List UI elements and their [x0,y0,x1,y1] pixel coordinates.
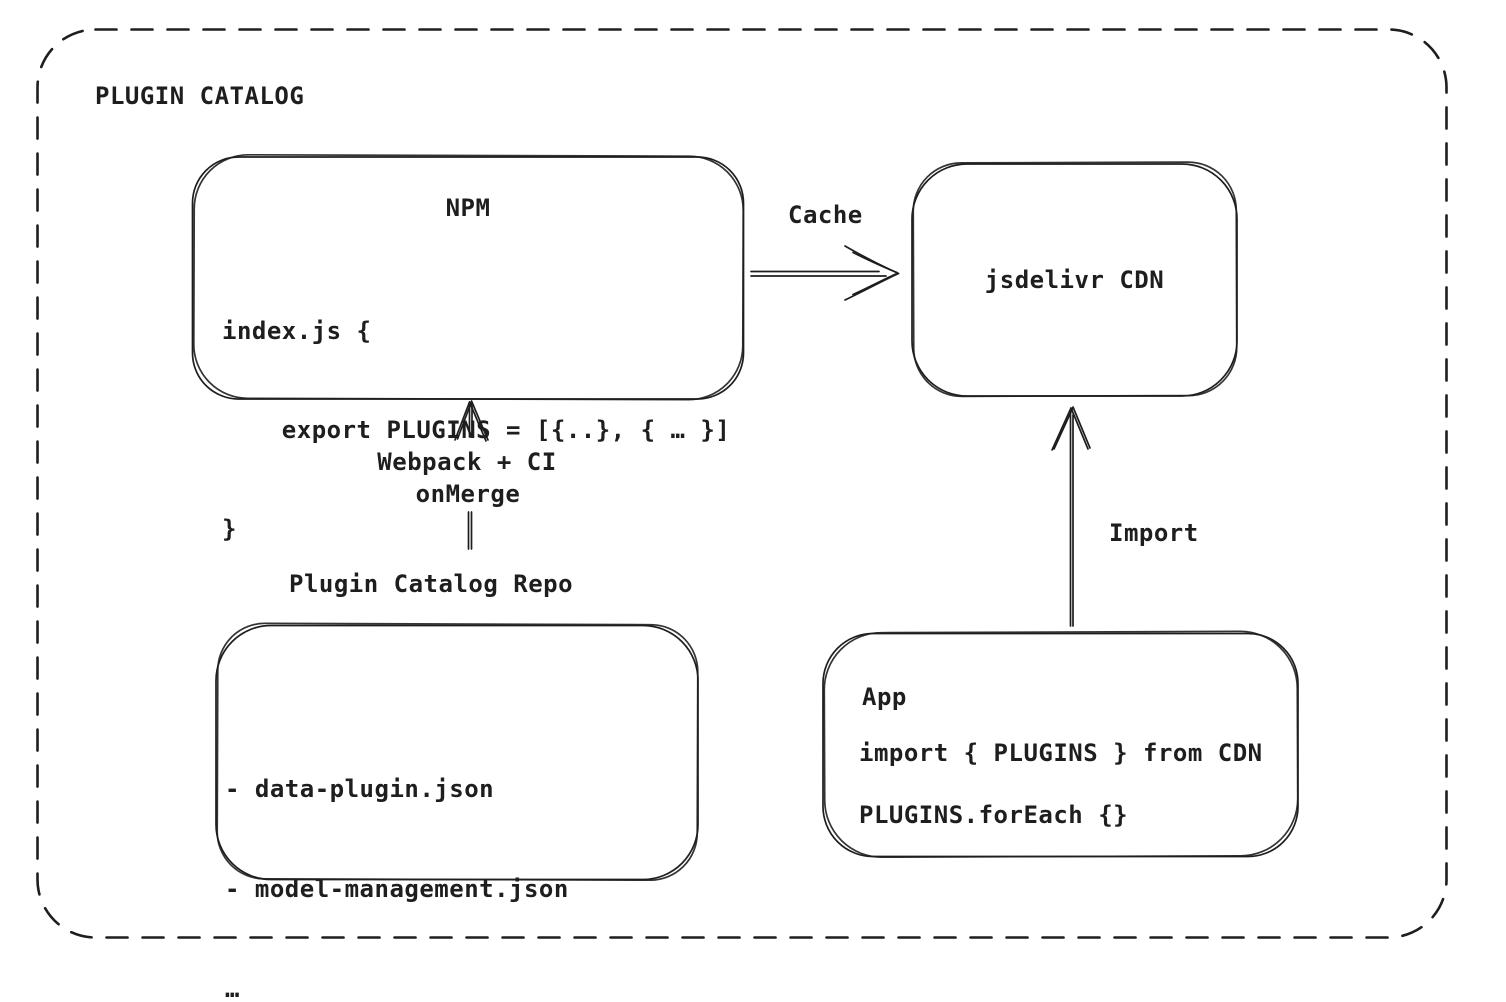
build-label-line1: Webpack + CI [371,446,563,479]
app-code-line: import { PLUGINS } from CDN [859,739,1263,767]
cache-arrow [750,245,900,301]
outer-dashed-border [36,28,1448,939]
cdn-box [911,161,1238,398]
import-label: Import [1109,519,1199,547]
app-box-title: App [862,683,907,711]
cdn-box-title: jsdelivr CDN [984,266,1165,294]
repo-item: - data-plugin.json [225,775,495,803]
repo-item: - model-management.json [225,875,569,903]
npm-code-block: index.js { export PLUGINS = [{..}, { … }… [222,249,730,612]
diagram-title: PLUGIN CATALOG [95,82,305,110]
npm-code-line: export PLUGINS = [{..}, { … }] [222,416,731,444]
repo-box [215,622,699,882]
npm-code-line: } [222,515,237,543]
repo-item: … [225,975,240,1002]
repo-title: Plugin Catalog Repo [289,570,574,598]
app-box [822,630,1299,859]
repo-file-list: - data-plugin.json - model-management.js… [225,706,569,1002]
cache-label: Cache [788,201,863,229]
build-label-line2: onMerge [409,478,527,511]
npm-box [191,153,745,401]
build-arrow [454,400,489,550]
npm-box-title: NPM [445,194,491,222]
npm-code-line: index.js { [222,317,372,345]
app-code-line: PLUGINS.forEach {} [859,801,1129,829]
import-arrow [1051,406,1091,627]
